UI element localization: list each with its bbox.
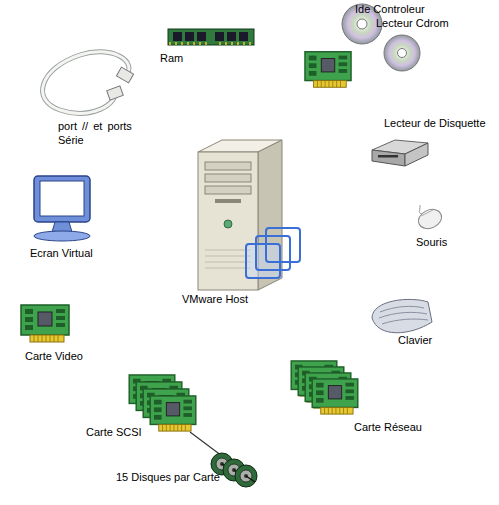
part-label: port // et ports Série	[58, 119, 146, 147]
floppy-drive	[372, 140, 428, 166]
ide-card	[305, 52, 351, 88]
part-label: VMware Host	[182, 292, 248, 306]
network-cards	[291, 361, 358, 414]
port-cable	[43, 52, 134, 113]
part-label: Carte Réseau	[354, 420, 422, 434]
video-card	[21, 305, 69, 342]
virtual-screen	[34, 176, 90, 241]
part-label: Lecteur Cdrom	[376, 16, 449, 30]
ram-stick	[168, 29, 254, 45]
part-label: Carte Video	[25, 349, 83, 363]
scsi-cable	[190, 432, 222, 456]
vmware-logo	[246, 228, 300, 278]
vmware-host-server	[198, 140, 282, 290]
part-label: Carte SCSI	[86, 425, 142, 439]
part-label: Lecteur de Disquette	[384, 116, 486, 130]
part-label: Ram	[160, 51, 183, 65]
part-label: 15 Disques par Carte	[116, 470, 220, 484]
part-label: Souris	[416, 235, 447, 249]
scsi-cards	[129, 375, 196, 431]
part-label: Ecran Virtual	[30, 246, 93, 260]
mouse	[415, 205, 444, 232]
part-label: Clavier	[398, 333, 432, 347]
part-label: Ide Controleur	[355, 2, 425, 16]
keyboard	[372, 299, 432, 332]
